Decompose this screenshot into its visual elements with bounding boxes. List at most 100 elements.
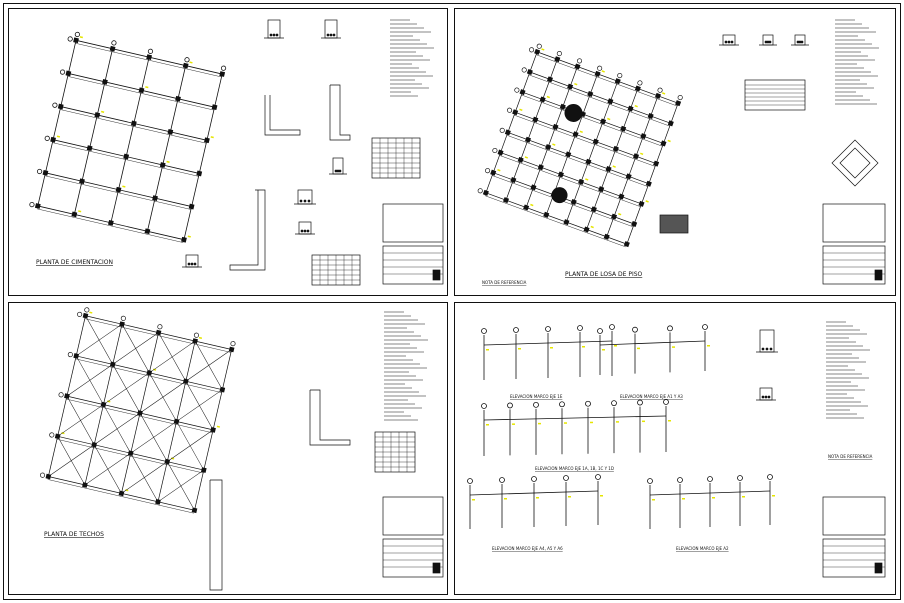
column-mark — [545, 144, 552, 151]
column-mark — [585, 158, 592, 165]
column-mark — [611, 213, 618, 220]
grid-line — [515, 111, 657, 164]
axis-bubble — [647, 478, 653, 484]
panel-3-title: PLANTA DE TECHOS — [44, 531, 104, 538]
column-mark — [82, 312, 89, 319]
tag-mark — [152, 368, 157, 371]
grid-line — [528, 74, 670, 127]
tag-mark — [550, 347, 553, 349]
tag-mark — [187, 235, 191, 238]
grid-line — [606, 95, 659, 237]
column-mark — [34, 203, 41, 209]
tag-mark — [662, 92, 666, 95]
tag-mark — [772, 495, 775, 497]
axis-bubble — [184, 57, 190, 63]
tag-mark — [574, 82, 578, 86]
elevation-label-2: ELEVACION MARCO EJE A1 Y A3 — [620, 394, 683, 399]
column-mark — [123, 153, 130, 160]
elevation-label-1: ELEVACION MARCO EJE 1E — [510, 394, 563, 399]
brace-line — [66, 364, 113, 397]
grid-line — [500, 152, 642, 205]
grid-line — [525, 66, 578, 208]
axis-bubble — [521, 67, 527, 73]
axis-bubble — [657, 87, 663, 93]
column-mark — [598, 186, 605, 193]
panel-2-note: NOTA DE REFERENCIA — [482, 280, 527, 285]
axis-bubble — [193, 332, 199, 338]
rebar-dot — [329, 33, 333, 37]
tag-mark — [582, 346, 585, 348]
column-mark — [191, 507, 198, 514]
rebar-dot — [272, 33, 276, 37]
panel-4-note: NOTA DE REFERENCIA — [828, 454, 873, 459]
column-mark — [645, 180, 652, 187]
wall-section — [264, 95, 301, 136]
axis-bubble — [37, 168, 43, 175]
tag-mark — [89, 311, 93, 314]
grid-line — [506, 135, 648, 187]
brace-line — [112, 332, 159, 365]
axis-bubble — [514, 87, 520, 93]
beam-line — [483, 415, 667, 421]
brace-line — [76, 323, 123, 357]
column-mark — [73, 37, 79, 44]
tag-mark — [210, 136, 214, 139]
title-block — [382, 538, 444, 578]
tag-mark — [512, 423, 515, 425]
grid-line — [529, 71, 671, 124]
column-mark — [638, 200, 645, 207]
grid-line — [84, 318, 232, 353]
column-mark — [537, 164, 544, 171]
elevation-label-3: ELEVACION MARCO EJE 1A, 1B, 1C Y 1D — [535, 466, 614, 471]
axis-bubble — [499, 127, 505, 133]
column-marker — [551, 187, 568, 204]
tag-mark — [590, 225, 594, 229]
grid-line — [75, 43, 222, 78]
column-mark — [559, 103, 566, 110]
column-mark — [623, 241, 630, 248]
sheet-number — [874, 269, 883, 281]
axis-bubble — [29, 202, 35, 208]
tag-mark — [568, 496, 571, 498]
title-block — [822, 538, 886, 578]
tag-mark — [618, 212, 622, 216]
axis-bubble — [531, 476, 537, 482]
title-block — [822, 245, 886, 285]
column-mark — [94, 112, 101, 118]
axis-bubble — [67, 36, 73, 42]
axis-bubble — [611, 400, 617, 407]
column-mark — [605, 166, 612, 173]
axis-bubble — [492, 147, 498, 154]
brace-line — [121, 461, 168, 494]
section-detail — [722, 34, 736, 46]
column-mark — [175, 95, 181, 102]
column-mark — [65, 70, 72, 77]
grid-line — [566, 81, 619, 223]
tag-mark — [61, 432, 65, 435]
brace-line — [167, 429, 214, 462]
column-mark — [71, 211, 78, 218]
axis-bubble — [467, 478, 473, 484]
legend-diamond — [839, 147, 871, 179]
column-mark — [50, 136, 56, 143]
axis-bubble — [545, 326, 551, 332]
axis-bubble — [39, 472, 46, 478]
column-mark — [647, 112, 654, 119]
column-mark — [211, 104, 218, 111]
column-mark — [86, 145, 93, 152]
axis-bubble — [507, 402, 513, 409]
tag-mark — [707, 345, 710, 347]
brace-line — [157, 469, 204, 503]
panel-2-border — [454, 8, 896, 296]
panel-3-border — [8, 302, 448, 595]
tag-mark — [612, 165, 616, 168]
column-mark — [155, 499, 161, 505]
axis-bubble — [506, 107, 513, 113]
section-detail — [762, 34, 774, 46]
column-mark — [546, 76, 553, 83]
column-mark — [502, 197, 510, 204]
column-mark — [196, 170, 203, 177]
tag-mark — [590, 421, 593, 424]
column-mark — [625, 173, 632, 180]
column-mark — [654, 92, 662, 99]
